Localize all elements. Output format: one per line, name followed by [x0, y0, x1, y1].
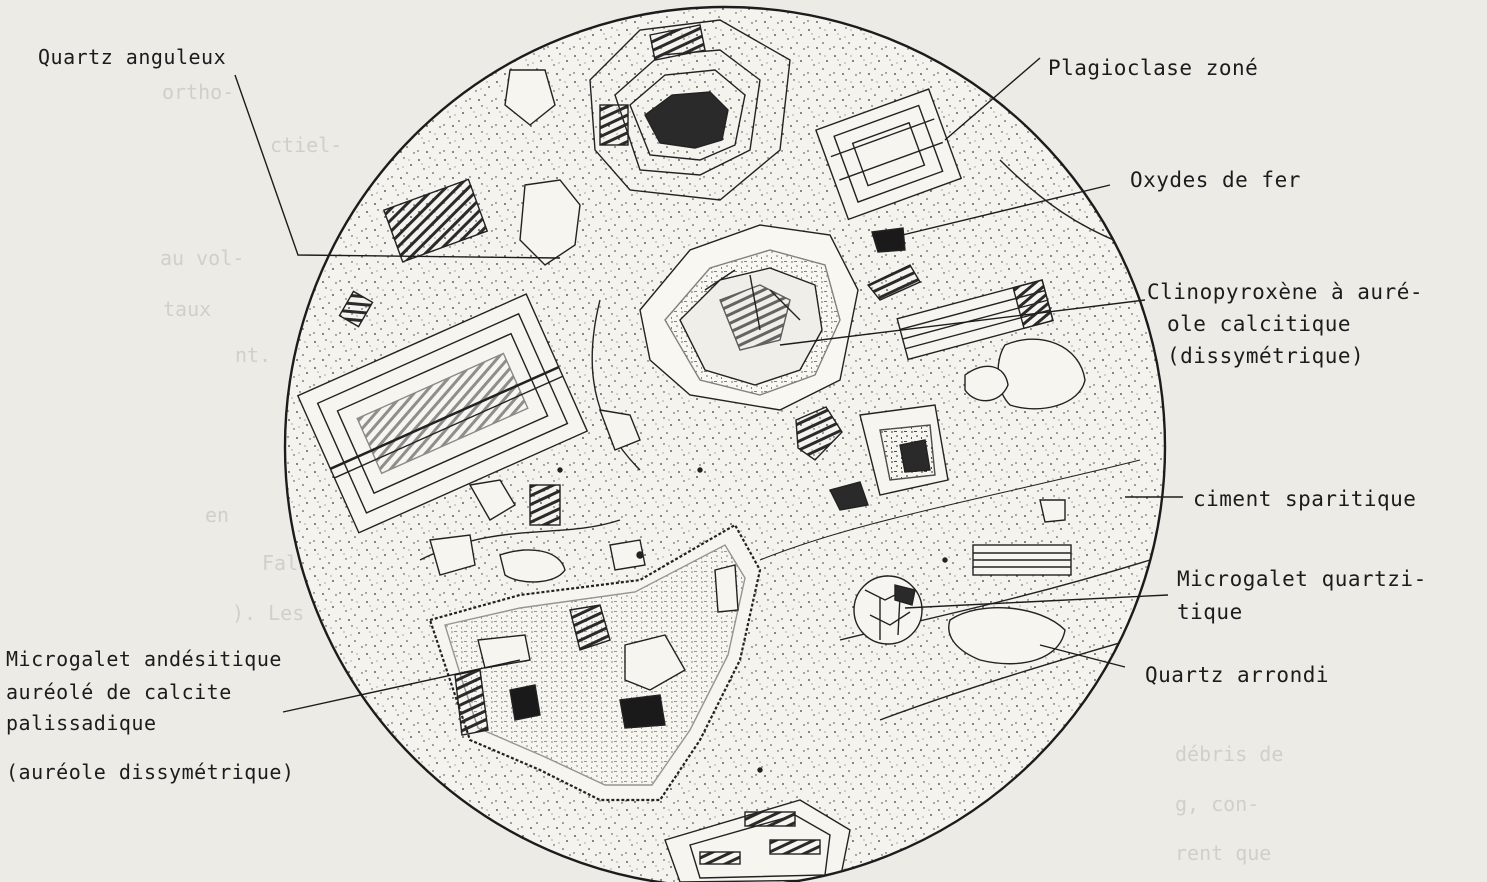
label-plagioclase-zone: Plagioclase zoné — [1048, 52, 1258, 84]
label-microgalet-quartzitique-2: tique — [1177, 596, 1243, 628]
label-microgalet-quartzitique-1: Microgalet quartzi- — [1177, 563, 1427, 595]
label-clinopyroxene-2: ole calcitique — [1167, 308, 1351, 340]
label-microgalet-andesitique-2: auréolé de calcite — [6, 677, 232, 708]
striped-crystal-right — [973, 545, 1071, 575]
label-quartz-arrondi: Quartz arrondi — [1145, 659, 1329, 691]
label-quartz-anguleux: Quartz anguleux — [38, 42, 226, 73]
label-clinopyroxene-3: (dissymétrique) — [1167, 340, 1364, 372]
label-ciment-sparitique: ciment sparitique — [1193, 483, 1416, 515]
label-oxydes-de-fer: Oxydes de fer — [1130, 164, 1301, 196]
iron-oxide-1 — [872, 228, 905, 252]
label-aureole-dissymetrique: (auréole dissymétrique) — [6, 757, 294, 788]
quartzitic-microgalet — [854, 576, 922, 644]
label-microgalet-andesitique-3: palissadique — [6, 708, 157, 739]
label-microgalet-andesitique-1: Microgalet andésitique — [6, 644, 282, 675]
label-clinopyroxene-1: Clinopyroxène à auré- — [1147, 276, 1423, 308]
